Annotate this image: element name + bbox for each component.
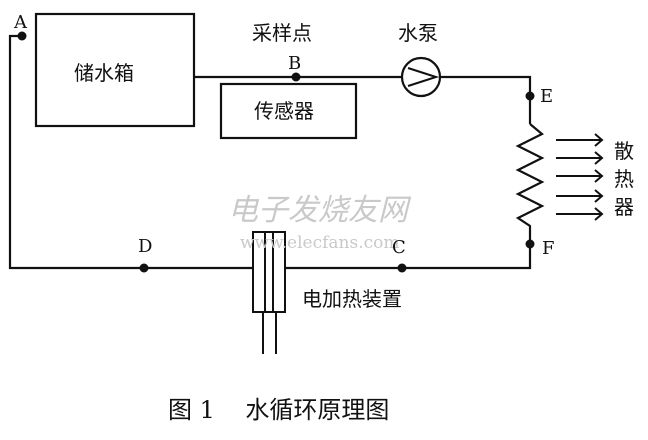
heat-dissipation-arrows: [556, 133, 604, 221]
radiator-label-3: 器: [614, 195, 634, 219]
node-d-dot: [139, 263, 149, 273]
node-b-label: B: [288, 53, 301, 74]
node-e-label: E: [540, 86, 553, 107]
wire-bottom-right: [278, 244, 532, 270]
node-a-dot: [17, 31, 27, 41]
heater-label: 电加热装置: [302, 287, 402, 311]
electric-heater-symbol: [252, 231, 286, 354]
pump-label: 水泵: [398, 21, 438, 45]
water-tank-box: [34, 12, 196, 128]
node-a-label: A: [13, 12, 28, 33]
radiator-label-1: 散: [614, 139, 634, 163]
node-f-dot: [525, 239, 535, 249]
sensor-label: 传感器: [254, 99, 314, 123]
wire-left-bottom: [8, 34, 258, 270]
sampling-point-label: 采样点: [252, 21, 312, 45]
watermark-site: 电子发烧友网: [228, 193, 412, 228]
node-b-dot: [291, 72, 301, 82]
radiator-coil: [515, 123, 545, 244]
figure-caption: 图 1 水循环原理图: [168, 396, 389, 424]
node-c-label: C: [392, 237, 406, 258]
water-pump-symbol: [400, 56, 442, 98]
radiator-label-2: 热: [614, 167, 634, 191]
node-c-dot: [397, 263, 407, 273]
wire-pump-e: [440, 75, 532, 96]
sensor-box: [219, 82, 358, 140]
watermark-url: www.elecfans.com: [240, 233, 400, 253]
node-d-label: D: [138, 236, 152, 257]
water-tank-label: 储水箱: [74, 61, 134, 85]
node-f-label: F: [542, 238, 555, 259]
node-e-dot: [525, 91, 535, 101]
